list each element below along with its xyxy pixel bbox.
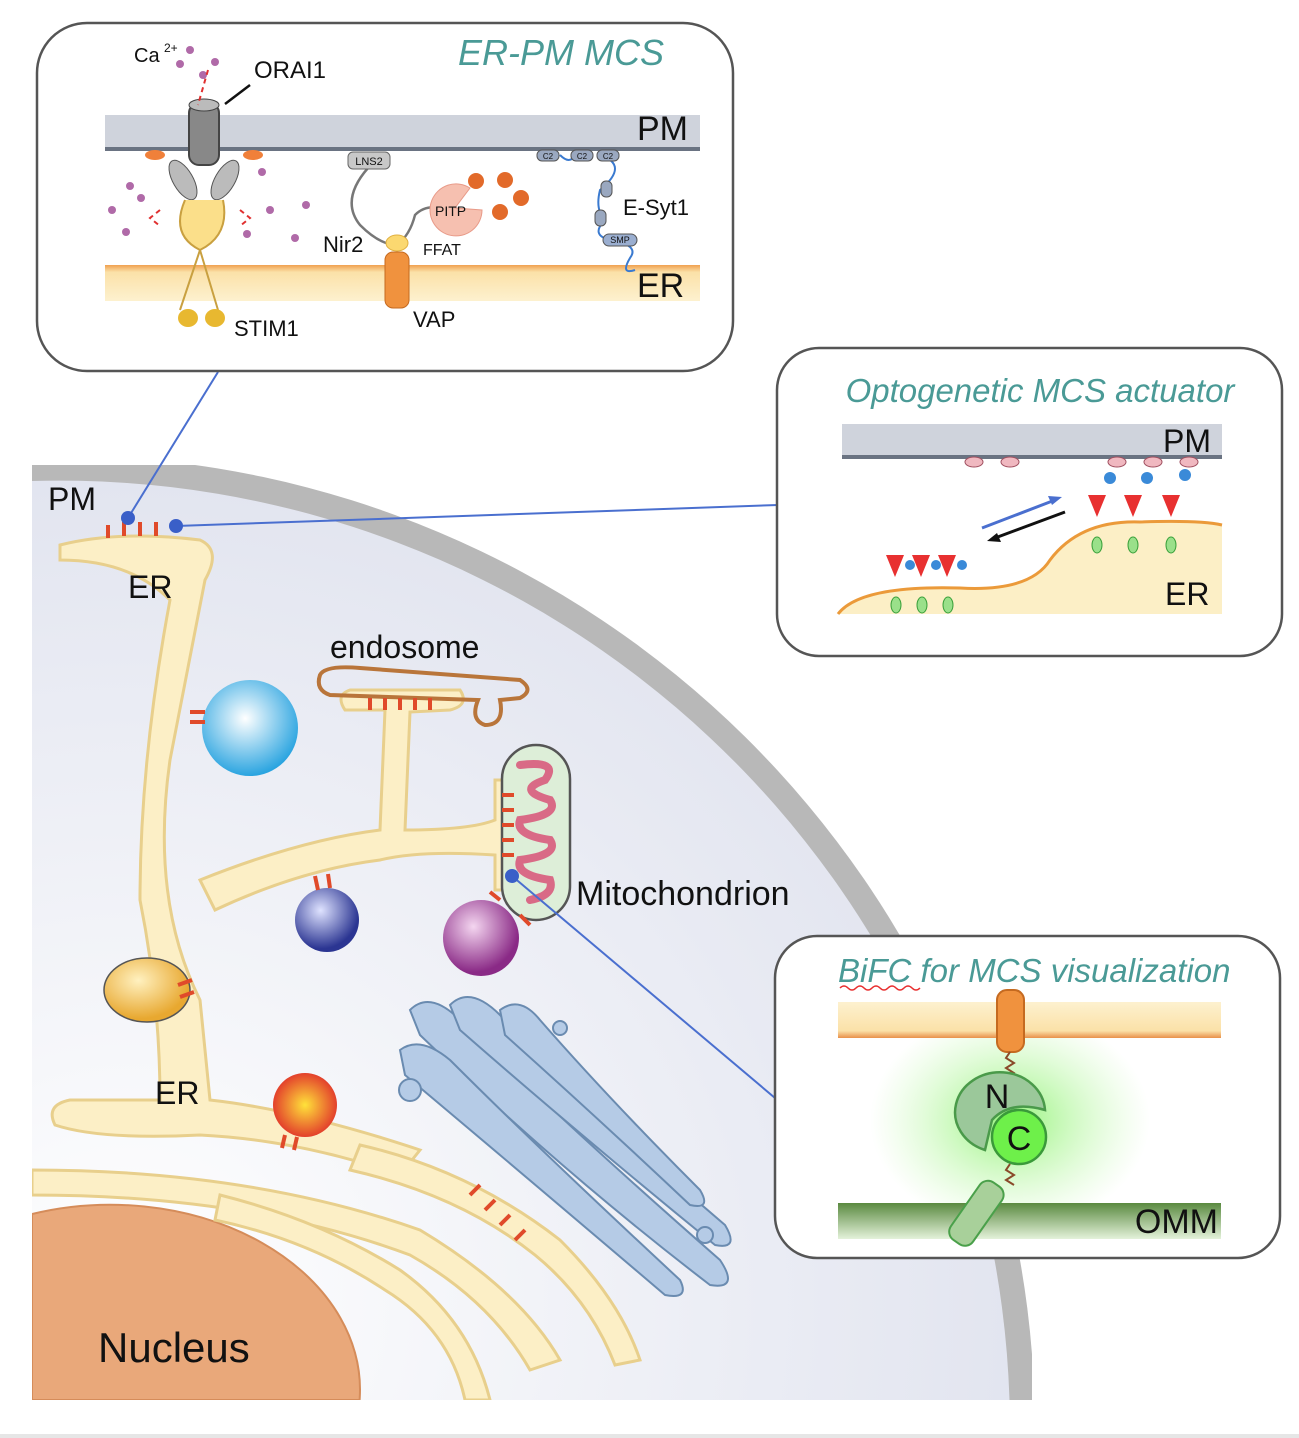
c2-label: C2 [603,152,614,161]
connector-dot [121,511,135,525]
cell-er-bottom-label: ER [155,1075,199,1111]
connector-lines [127,371,779,1099]
cell-pm-label: PM [48,481,96,517]
orai1-stim1-complex [145,84,263,327]
pm-label: PM [637,110,688,148]
orai1-label: ORAI1 [254,57,326,84]
smp-domain [602,233,638,247]
lipid-molecules [468,172,529,220]
er-anchor-protein [996,989,1025,1053]
er-network [32,534,642,1400]
pm-anchors [964,456,1199,468]
ca-label: Ca [134,45,160,67]
lns2-label: LNS2 [355,156,383,168]
actuators-unbound [886,555,967,614]
opto-title: Optogenetic MCS actuator [846,372,1237,409]
bifc-title-prefix: BiFC [838,952,913,989]
omm-anchor-protein [948,1179,1005,1247]
contact-sites [106,522,532,1242]
pitp-domain [429,183,483,237]
bifc-title: BiFC for MCS visualization [838,952,1230,989]
actuators-bound [1088,469,1191,554]
stim1-label: STIM1 [234,316,299,341]
ca-superscript: 2+ [164,41,178,55]
panel-bifc: BiFC for MCS visualization OMM N C [773,934,1282,1260]
nir2-label: Nir2 [323,232,363,257]
nucleus [32,1203,361,1400]
vap-protein [384,251,410,309]
ffat-label: FFAT [423,242,461,259]
c-fragment [990,1108,1048,1166]
golgi-apparatus [398,996,732,1297]
c2-label: C2 [543,152,554,161]
opto-er-label: ER [1165,576,1209,612]
nucleus-label: Nucleus [98,1324,250,1371]
esyt1-label: E-Syt1 [623,195,689,220]
bottom-border [0,1434,1299,1438]
n-label: N [985,1078,1010,1116]
lipid-droplet [103,957,191,1023]
n-fragment [953,1071,1047,1152]
lysosome [202,680,298,776]
c-label: C [1007,1120,1032,1158]
calcium-ions [108,46,310,242]
connector-dot [169,519,183,533]
ffat-motif [385,234,409,252]
omm-label: OMM [1135,1203,1218,1241]
vap-label: VAP [413,307,455,332]
endosome [316,665,530,728]
lns2-domain [347,151,391,170]
er-pm-title: ER-PM MCS [458,32,664,73]
vesicle-red [273,1073,337,1137]
smp-label: SMP [610,235,630,245]
bifc-title-rest: for MCS visualization [911,952,1230,989]
connector-dot [505,869,519,883]
mitochondrion [500,743,572,922]
bifc-er-band [838,1002,1221,1038]
panel-optogenetic-actuator: Optogenetic MCS actuator PM ER [775,346,1284,658]
panel-er-pm-mcs: ER-PM MCS PM ER Ca 2+ ORAI1 STIM1 LNS2 [35,21,735,373]
mitochondrion-label: Mitochondrion [576,875,790,913]
endosome-label: endosome [330,629,479,665]
opto-pm-band [842,424,1222,456]
pitp-label: PITP [435,203,466,219]
vesicle-blue [295,888,359,952]
opto-er [838,521,1222,614]
vesicle-purple [443,900,519,976]
er-label: ER [637,267,684,305]
spellcheck-underline [839,985,921,991]
cell-er-top-label: ER [128,569,172,605]
c2-domains [536,149,620,227]
light-arrow-forward [981,498,1056,530]
omm-band [838,1203,1221,1239]
dark-arrow-reverse [994,510,1066,540]
opto-pm-label: PM [1163,423,1211,459]
c2-label: C2 [577,152,588,161]
